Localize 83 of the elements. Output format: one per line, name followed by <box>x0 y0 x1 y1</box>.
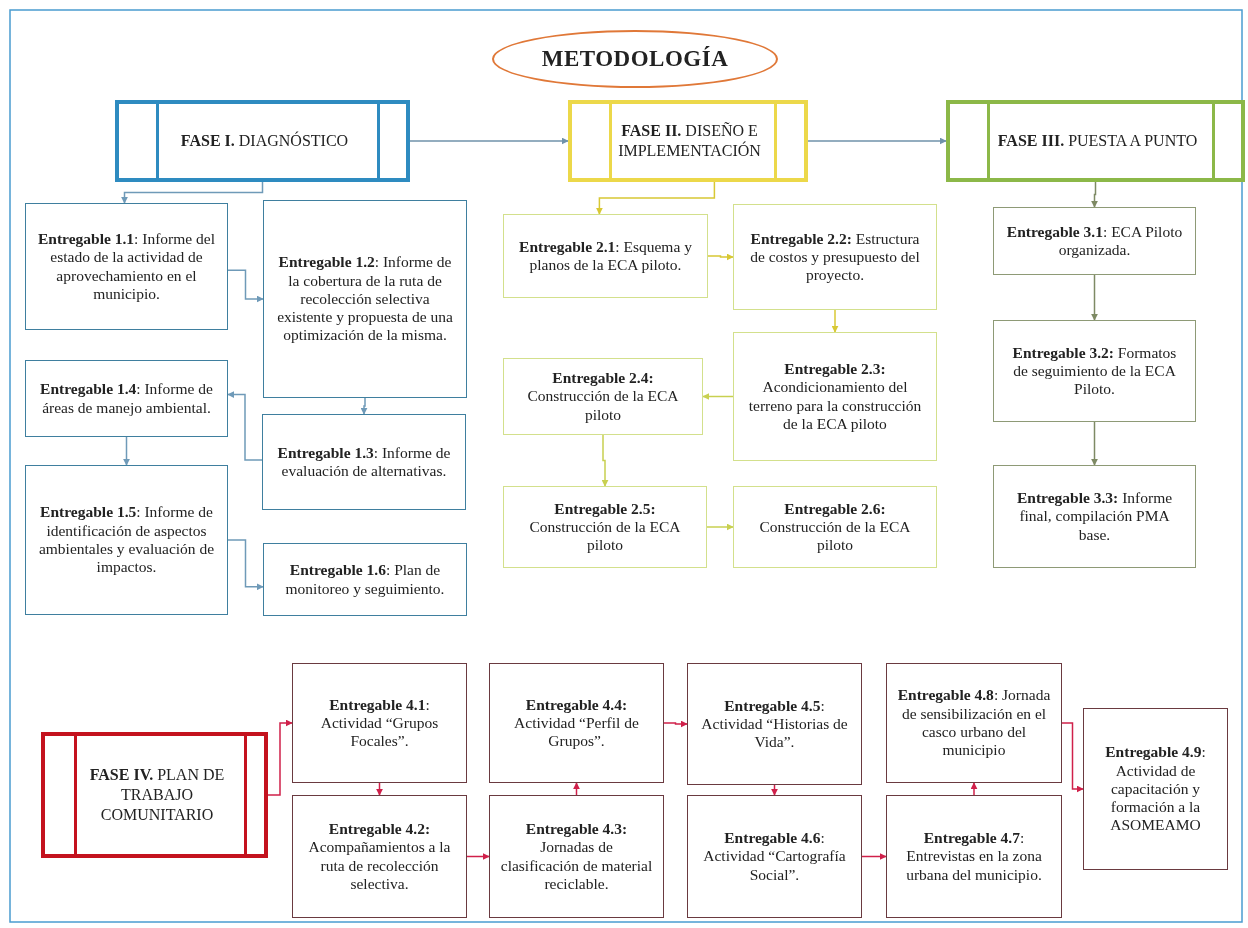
deliverable-text: Entregable 2.5: Construcción de la ECA piloto <box>528 499 682 555</box>
deliverable-box <box>886 795 1062 918</box>
arrow <box>1091 181 1098 208</box>
deliverable-box <box>292 663 467 783</box>
phase-box <box>41 732 268 858</box>
deliverable-text: Entregable 4.5: Actividad “Historias de Vida”. <box>700 696 849 752</box>
phase-box <box>946 100 1245 182</box>
deliverable-text: Entregable 4.2: Acompañamientos a la ruta de recolección selectiva. <box>307 819 452 894</box>
arrow <box>663 720 688 728</box>
deliverable-box <box>262 414 466 510</box>
deliverable-text: Entregable 4.8: Jornada de sensibilización en el casco urbano del municipio <box>897 686 1051 760</box>
deliverable-text: Entregable 4.7: Entrevistas en la zona urbana del municipio. <box>905 829 1043 884</box>
arrow <box>121 181 264 204</box>
deliverable-text: Entregable 1.4: Informe de áreas de manejo ambiental. <box>39 380 214 417</box>
phase-title: FASE III. PUESTA A PUNTO <box>997 131 1198 151</box>
deliverable-box <box>25 465 228 615</box>
deliverable-box <box>1083 708 1228 870</box>
arrow <box>771 784 778 796</box>
deliverable-text: Entregable 2.3: Acondicionamiento del terreno para la construcción de la ECA piloto <box>747 359 923 434</box>
deliverable-text: Entregable 1.6: Plan de monitoreo y seguimiento. <box>284 561 446 598</box>
deliverable-text: Entregable 3.3: Informe final, compilación PMA base. <box>1015 489 1174 544</box>
deliverable-text: Entregable 1.1: Informe del estado de la actividad de aprovechamiento en el municipio. <box>36 229 217 304</box>
deliverable-box <box>25 203 228 330</box>
arrow <box>123 436 130 466</box>
phase-box <box>568 100 808 182</box>
arrow <box>376 782 383 796</box>
arrow <box>970 782 978 796</box>
deliverable-text: Entregable 1.3: Informe de evaluación de alternativas. <box>276 443 452 481</box>
deliverable-text: Entregable 2.1: Esquema y planos de la ECA piloto. <box>518 237 693 275</box>
deliverable-box <box>886 663 1062 783</box>
phase-title: FASE IV. PLAN DE TRABAJO COMUNITARIO <box>88 765 226 825</box>
deliverable-text: Entregable 3.2: Formatos de seguimiento de la ECA Piloto. <box>1011 343 1178 399</box>
title-oval: METODOLOGÍA <box>492 30 778 88</box>
arrow <box>831 309 839 333</box>
deliverable-box <box>489 663 664 783</box>
deliverable-text: Entregable 4.3: Jornadas de clasificación de material reciclable. <box>500 819 653 894</box>
deliverable-box <box>687 795 862 918</box>
arrow <box>861 853 887 860</box>
arrow <box>1091 274 1098 321</box>
deliverable-text: Entregable 1.5: Informe de identificación de aspectos ambientales y evaluación de impactos. <box>37 503 216 577</box>
deliverable-text: Entregable 4.1: Actividad “Grupos Focales”. <box>319 695 440 751</box>
arrow <box>227 539 264 591</box>
deliverable-text: Entregable 2.6: Construcción de la ECA piloto <box>758 499 912 555</box>
arrow <box>601 434 609 487</box>
deliverable-box <box>733 204 937 310</box>
arrow <box>227 391 263 461</box>
arrow <box>1091 421 1098 466</box>
deliverable-box <box>292 795 467 918</box>
deliverable-text: Entregable 4.6: Actividad “Cartografía Social”. <box>702 829 847 884</box>
arrow <box>409 137 569 145</box>
arrow <box>807 137 947 145</box>
arrow <box>595 181 716 215</box>
deliverable-text: Entregable 2.4: Construcción de la ECA piloto <box>526 369 680 424</box>
deliverable-text: Entregable 1.2: Informe de la cobertura de la ruta de recolección selectiva existente y propuesta de una optimización de la misma. <box>276 253 454 345</box>
deliverable-box <box>503 358 703 435</box>
arrow <box>227 269 264 303</box>
arrow <box>706 523 734 531</box>
deliverable-box <box>263 200 467 398</box>
deliverable-box <box>993 320 1196 422</box>
deliverable-box <box>733 486 937 568</box>
deliverable-box <box>687 663 862 785</box>
deliverable-box <box>733 332 937 461</box>
phase-box <box>115 100 410 182</box>
deliverable-box <box>993 207 1196 275</box>
arrow <box>573 782 580 796</box>
deliverable-text: Entregable 4.9: Actividad de capacitación y formación a la ASOMEAMO <box>1104 743 1207 835</box>
deliverable-box <box>489 795 664 918</box>
deliverable-box <box>25 360 228 437</box>
arrow <box>1061 722 1084 793</box>
deliverable-box <box>503 214 708 298</box>
arrow <box>267 719 293 796</box>
arrow <box>707 253 734 261</box>
deliverable-text: Entregable 4.4: Actividad “Perfil de Grupos”. <box>513 695 640 751</box>
arrow <box>466 853 490 860</box>
deliverable-box <box>993 465 1196 568</box>
phase-title: FASE II. DISEÑO E IMPLEMENTACIÓN <box>617 121 762 161</box>
deliverable-box <box>503 486 707 568</box>
deliverable-box <box>263 543 467 616</box>
deliverable-text: Entregable 3.1: ECA Piloto organizada. <box>1005 222 1184 260</box>
arrow <box>702 393 734 400</box>
arrow <box>360 397 368 415</box>
phase-title: FASE I. DIAGNÓSTICO <box>180 131 349 151</box>
deliverable-text: Entregable 2.2: Estructura de costos y presupuesto del proyecto. <box>749 229 921 285</box>
